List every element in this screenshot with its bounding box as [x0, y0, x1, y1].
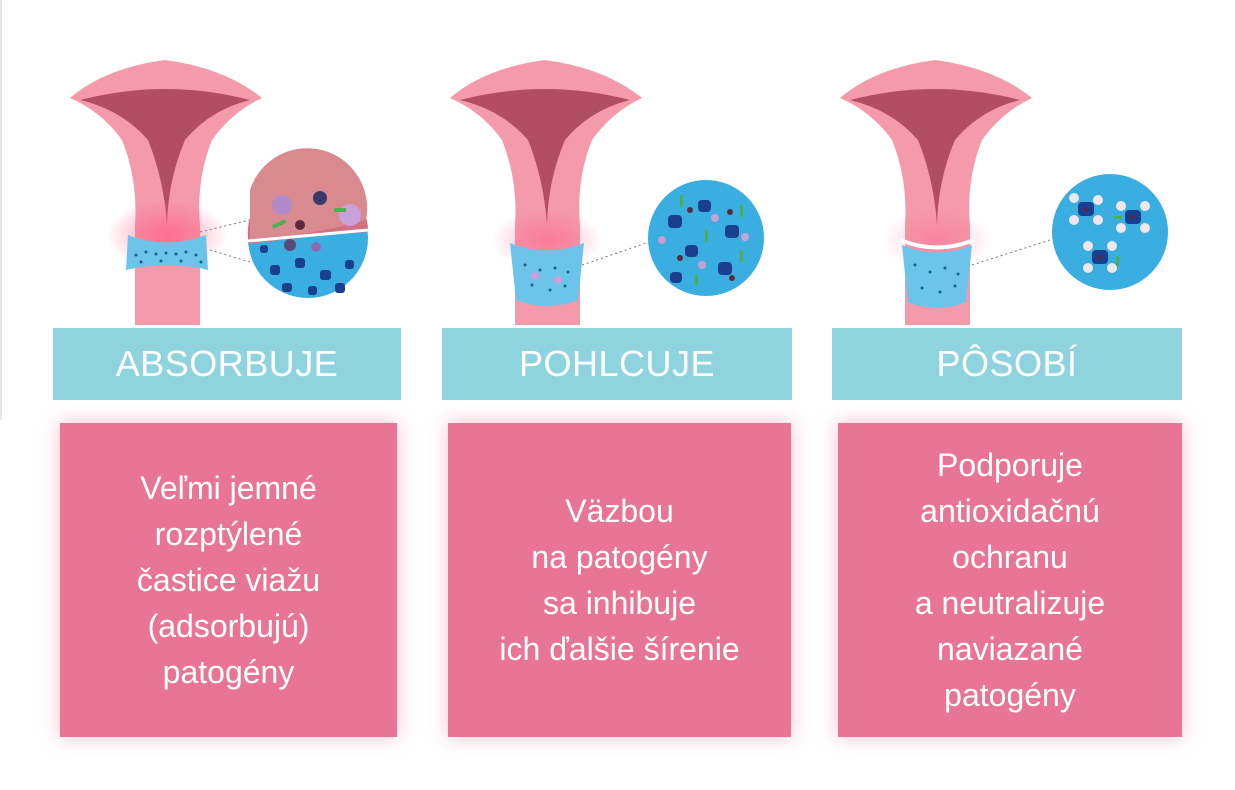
cervix-illustration-3 [840, 60, 1168, 325]
gel-particles [913, 263, 960, 294]
magnified-circle [1052, 174, 1168, 290]
description-box-3: Podporuje antioxidačnú ochranu a neutral… [838, 423, 1182, 737]
magnified-circle [247, 148, 369, 298]
panel-pohlcuje: POHLCUJE Väzbou na patogény sa inhibuje … [440, 0, 800, 790]
antioxidant-cluster-3 [1083, 241, 1119, 273]
description-box-2: Väzbou na patogény sa inhibuje ich ďalši… [448, 423, 791, 737]
magnified-circle [648, 180, 764, 296]
gel-particles [523, 263, 570, 292]
gel-plug [510, 243, 584, 306]
cervix-illustration-2 [450, 60, 764, 325]
gel-particles [134, 250, 203, 264]
uterine-cavity [80, 89, 250, 225]
panel-posobi: PÔSOBÍ Podporuje antioxidačnú ochranu a … [830, 0, 1190, 790]
description-pohlcuje: Väzbou na patogény sa inhibuje ich ďalši… [499, 493, 740, 667]
uterine-cavity [850, 89, 1020, 225]
description-posobi: Podporuje antioxidačnú ochranu a neutral… [914, 447, 1106, 713]
uterine-cavity [460, 89, 630, 225]
description-absorbuje: Veľmi jemné rozptýlené častice viažu (ad… [136, 470, 321, 690]
page-edge-line [0, 0, 2, 420]
panel-absorbuje: ABSORBUJE Veľmi jemné rozptýlené častice… [50, 0, 410, 790]
label-pohlcuje: POHLCUJE [442, 328, 792, 400]
cervix-illustration-1 [70, 60, 369, 325]
gel-plug [902, 245, 972, 308]
antioxidant-cluster-1 [1069, 193, 1103, 225]
label-absorbuje: ABSORBUJE [53, 328, 401, 400]
label-posobi: PÔSOBÍ [832, 328, 1182, 400]
description-box-1: Veľmi jemné rozptýlené častice viažu (ad… [60, 423, 397, 737]
